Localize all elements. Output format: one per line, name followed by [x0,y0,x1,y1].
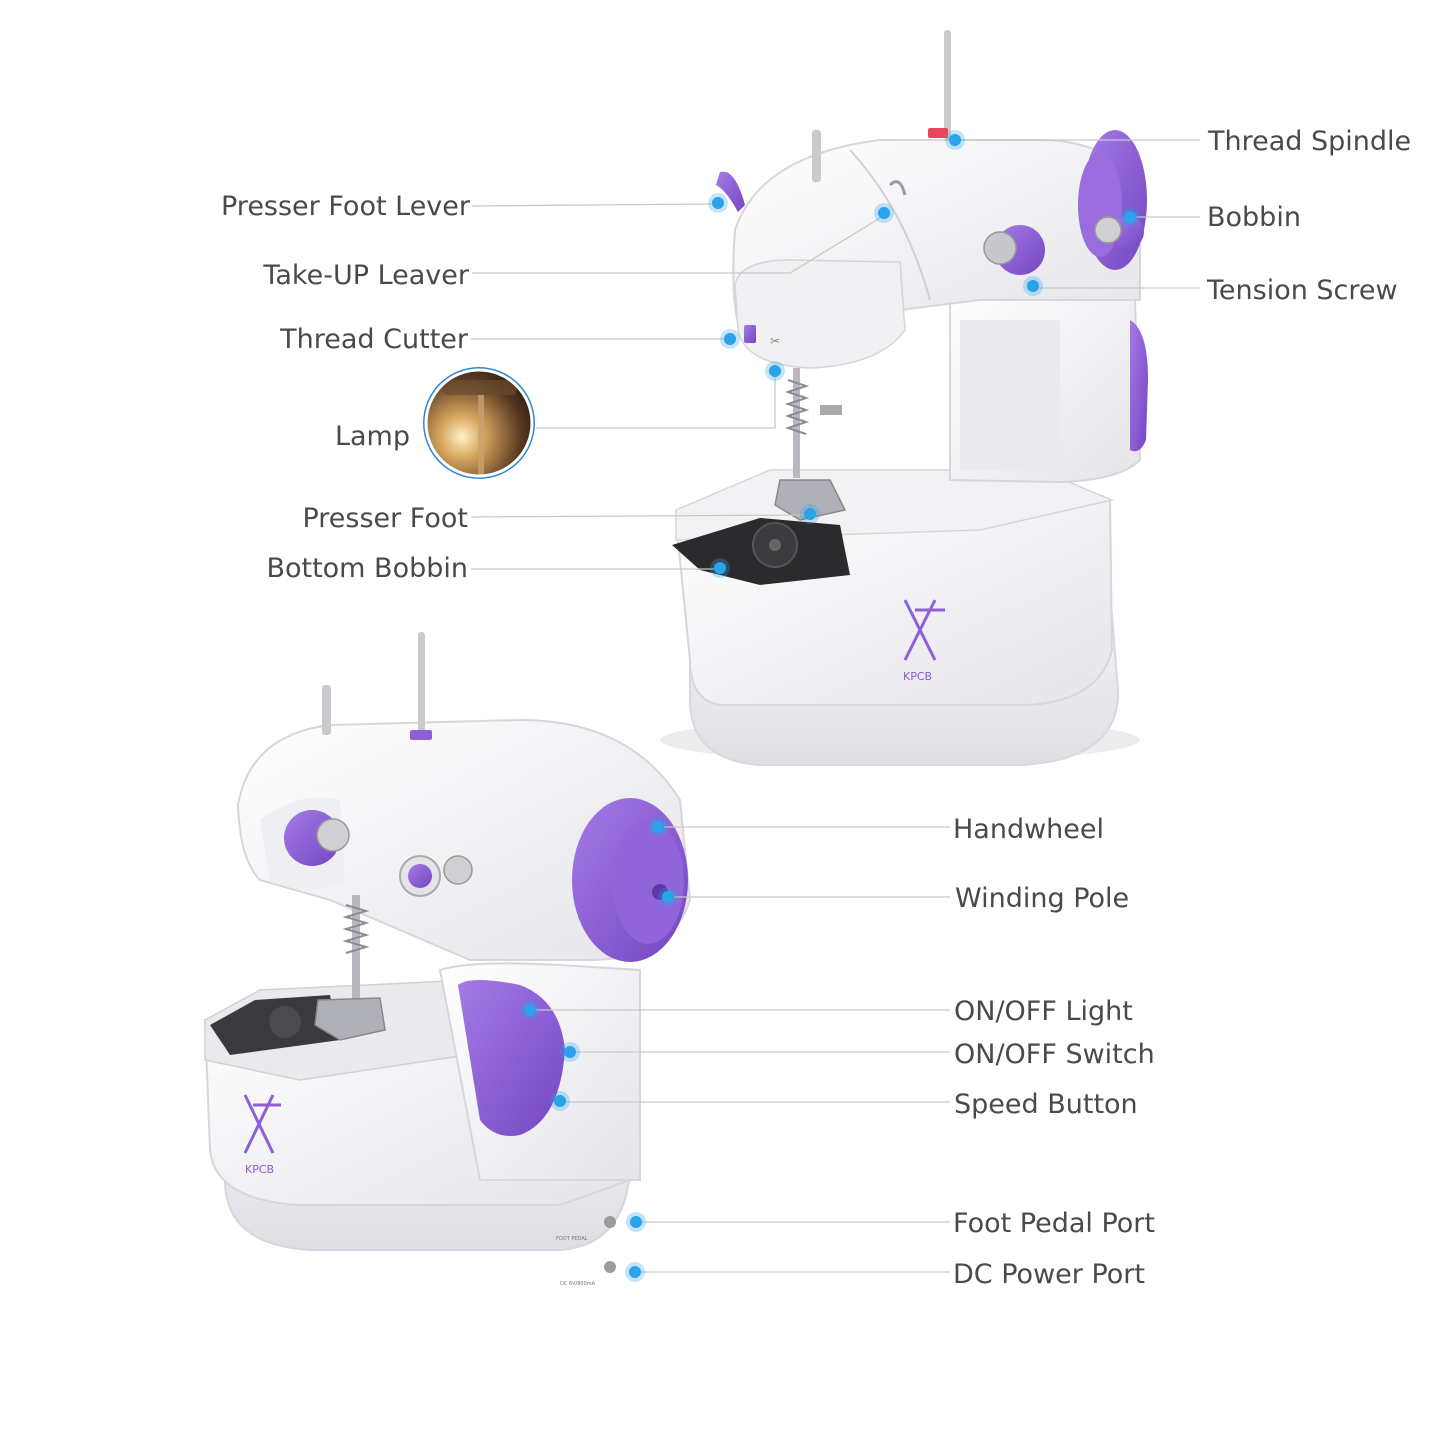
callout-label-thread-spindle: Thread Spindle [1207,126,1411,157]
callout-label-tension-screw: Tension Screw [1206,275,1398,306]
callout-label-bottom-bobbin: Bottom Bobbin [266,553,468,584]
foot-pedal-port-label: FOOT PEDAL [556,1236,588,1242]
callout-dot-bobbin [1124,211,1136,223]
callout-presser-foot-lever: Presser Foot Lever [221,191,728,222]
callout-label-thread-cutter: Thread Cutter [279,324,469,355]
callout-dot-thread-cutter [724,333,736,345]
callout-label-lamp: Lamp [335,421,410,452]
callout-label-handwheel: Handwheel [953,814,1104,845]
callout-winding-pole: Winding Pole [658,883,1129,914]
dc-port-label: DC 6V/800mA [560,1281,596,1287]
leader-line-presser-foot-lever [472,204,712,206]
callout-dc-power-port: DC Power Port [625,1259,1145,1290]
callout-dot-handwheel [652,821,664,833]
callout-dot-speed-button [554,1095,566,1107]
callout-dot-thread-spindle [949,134,961,146]
callout-dot-bottom-bobbin [714,562,726,574]
callout-dot-presser-foot-lever [712,197,724,209]
callout-handwheel: Handwheel [648,814,1104,845]
callout-on-off-switch: ON/OFF Switch [560,1039,1155,1070]
callout-label-winding-pole: Winding Pole [955,883,1129,914]
callout-bottom-bobbin: Bottom Bobbin [266,553,730,584]
callout-dot-winding-pole [662,891,674,903]
callout-label-foot-pedal-port: Foot Pedal Port [953,1208,1155,1239]
callout-dot-presser-foot [804,508,816,520]
callout-label-on-off-light: ON/OFF Light [954,996,1133,1027]
callout-lamp: Lamp [335,361,785,452]
callout-dot-on-off-light [524,1004,536,1016]
top-brand-logo: KPCB [903,670,932,683]
callout-label-on-off-switch: ON/OFF Switch [954,1039,1155,1070]
callout-dot-foot-pedal-port [630,1216,642,1228]
callout-label-dc-power-port: DC Power Port [953,1259,1145,1290]
callout-dot-tension-screw [1027,280,1039,292]
lamp-inset [420,365,540,485]
leader-line-lamp [536,377,775,428]
callout-bobbin: Bobbin [1120,202,1301,233]
svg-text:✂: ✂ [770,334,780,348]
bottom-brand-logo: KPCB [245,1163,274,1176]
callout-thread-cutter: Thread Cutter [279,324,740,355]
callout-label-take-up-leaver: Take-UP Leaver [262,260,470,291]
callout-foot-pedal-port: Foot Pedal Port [626,1208,1155,1239]
callout-label-speed-button: Speed Button [954,1089,1138,1120]
bottom-machine: FOOT PEDAL DC 6V/800mA KPCB [205,632,690,1287]
callout-dot-dc-power-port [629,1266,641,1278]
callout-label-presser-foot-lever: Presser Foot Lever [221,191,471,222]
callout-dot-take-up-leaver [878,207,890,219]
callout-label-bobbin: Bobbin [1207,202,1301,233]
callout-label-presser-foot: Presser Foot [302,503,468,534]
callout-dot-lamp [769,365,781,377]
callout-dot-on-off-switch [564,1046,576,1058]
